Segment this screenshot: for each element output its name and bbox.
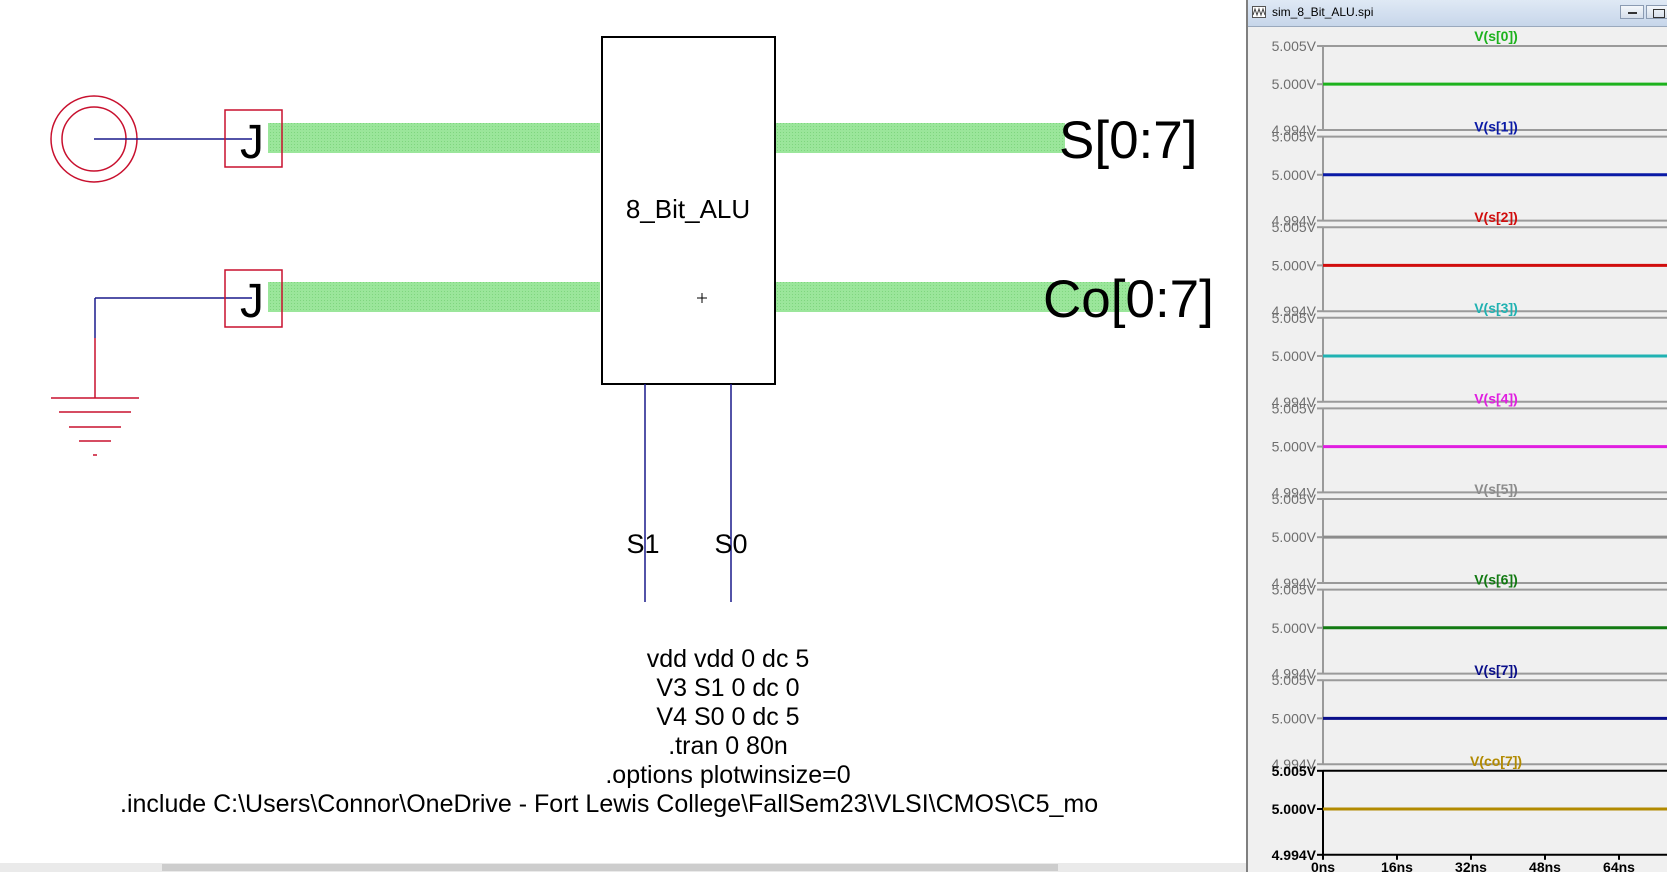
x-tick-label: 32ns (1455, 859, 1487, 872)
input-bus-top[interactable] (268, 123, 600, 153)
y-tick-label: 5.005V (1272, 129, 1317, 145)
netlist-line: vdd vdd 0 dc 5 (647, 645, 810, 673)
y-tick-label: 4.994V (1272, 847, 1317, 863)
netlist-line: .options plotwinsize=0 (605, 761, 850, 789)
y-tick-label: 5.000V (1272, 439, 1317, 455)
y-tick-label: 5.005V (1272, 310, 1317, 326)
spice-directive-block[interactable]: vdd vdd 0 dc 5 V3 S1 0 dc 0 V4 S0 0 dc 5… (120, 645, 1098, 818)
y-tick-label: 5.005V (1272, 219, 1317, 235)
junction-letter-bottom: J (240, 275, 264, 328)
y-tick-label: 4.994V (1272, 484, 1317, 500)
trace-label[interactable]: V(s[4]) (1474, 390, 1518, 406)
window-titlebar[interactable]: sim_8_Bit_ALU.spi (1248, 0, 1667, 27)
y-tick-label: 5.000V (1272, 76, 1317, 92)
netlist-line: .include C:\Users\Connor\OneDrive - Fort… (120, 790, 1098, 818)
y-tick-label: 5.000V (1272, 257, 1317, 273)
window-title: sim_8_Bit_ALU.spi (1272, 5, 1374, 19)
origin-cross-icon (697, 293, 707, 303)
trace-label[interactable]: V(s[2]) (1474, 209, 1518, 225)
junction-box-bottom[interactable] (224, 269, 283, 328)
scrollbar-thumb[interactable] (162, 864, 1058, 871)
horizontal-scrollbar[interactable] (0, 863, 1246, 872)
ground-icon[interactable] (51, 338, 139, 456)
s-output-bus[interactable] (775, 123, 1065, 153)
y-tick-label: 5.005V (1272, 400, 1317, 416)
maximize-button[interactable] (1646, 5, 1667, 19)
schematic-canvas[interactable]: J J 8_Bit_ALU S1 S0 S[0:7] Co[0:7] vdd v… (0, 0, 1246, 863)
y-tick-label: 5.005V (1272, 491, 1317, 507)
alu-block[interactable] (601, 36, 776, 385)
netlist-line: .tran 0 80n (668, 732, 788, 760)
co-output-bus[interactable] (775, 282, 1130, 312)
minimize-icon (1628, 12, 1637, 14)
y-tick-label: 4.994V (1272, 303, 1317, 319)
input-bus-bottom[interactable] (268, 282, 600, 312)
x-tick-label: 16ns (1381, 859, 1413, 872)
trace-label[interactable]: V(s[1]) (1474, 119, 1518, 135)
co-bus-label: Co[0:7] (1043, 270, 1214, 329)
y-tick-label: 5.005V (1272, 672, 1317, 688)
y-tick-label: 4.994V (1272, 394, 1317, 410)
waveform-plot-area[interactable]: 5.005V 5.000V 4.994V V(s[0]) 5.005V 5.000V 4.9… (1248, 26, 1667, 872)
y-tick-label: 5.005V (1272, 763, 1317, 779)
y-tick-label: 4.994V (1272, 756, 1317, 772)
netlist-line: V4 S0 0 dc 5 (656, 703, 799, 731)
y-tick-label: 4.994V (1272, 575, 1317, 591)
s1-label: S1 (626, 529, 659, 559)
trace-label[interactable]: V(s[6]) (1474, 572, 1518, 588)
x-tick-label: 0ns (1311, 859, 1335, 872)
maximize-icon (1653, 9, 1665, 18)
netlist-line: V3 S1 0 dc 0 (656, 674, 799, 702)
trace-label[interactable]: V(s[7]) (1474, 662, 1518, 678)
trace-label[interactable]: V(co[7]) (1470, 753, 1522, 769)
y-tick-label: 5.000V (1272, 801, 1317, 817)
y-tick-label: 4.994V (1272, 122, 1317, 138)
y-tick-label: 5.005V (1272, 38, 1317, 54)
x-tick-label: 64ns (1603, 859, 1635, 872)
y-tick-label: 5.000V (1272, 710, 1317, 726)
s0-label: S0 (714, 529, 747, 559)
waveform-app-icon (1252, 6, 1266, 18)
minimize-button[interactable] (1620, 5, 1644, 19)
trace-label[interactable]: V(s[0]) (1474, 28, 1518, 44)
y-tick-label: 4.994V (1272, 666, 1317, 682)
y-tick-label: 5.000V (1272, 348, 1317, 364)
y-tick-label: 5.000V (1272, 167, 1317, 183)
trace-label[interactable]: V(s[5]) (1474, 481, 1518, 497)
x-tick-label: 48ns (1529, 859, 1561, 872)
s-bus-label: S[0:7] (1059, 111, 1197, 170)
junction-box-top[interactable] (224, 109, 283, 168)
y-tick-label: 5.005V (1272, 582, 1317, 598)
alu-block-label: 8_Bit_ALU (626, 194, 750, 224)
trace-label[interactable]: V(s[3]) (1474, 300, 1518, 316)
y-tick-label: 5.000V (1272, 620, 1317, 636)
junction-letter-top: J (240, 116, 264, 169)
waveform-viewer-window[interactable]: sim_8_Bit_ALU.spi 5.005V 5.000V 4.994V V(s[… (1246, 0, 1667, 872)
y-tick-label: 5.000V (1272, 529, 1317, 545)
y-tick-label: 4.994V (1272, 213, 1317, 229)
